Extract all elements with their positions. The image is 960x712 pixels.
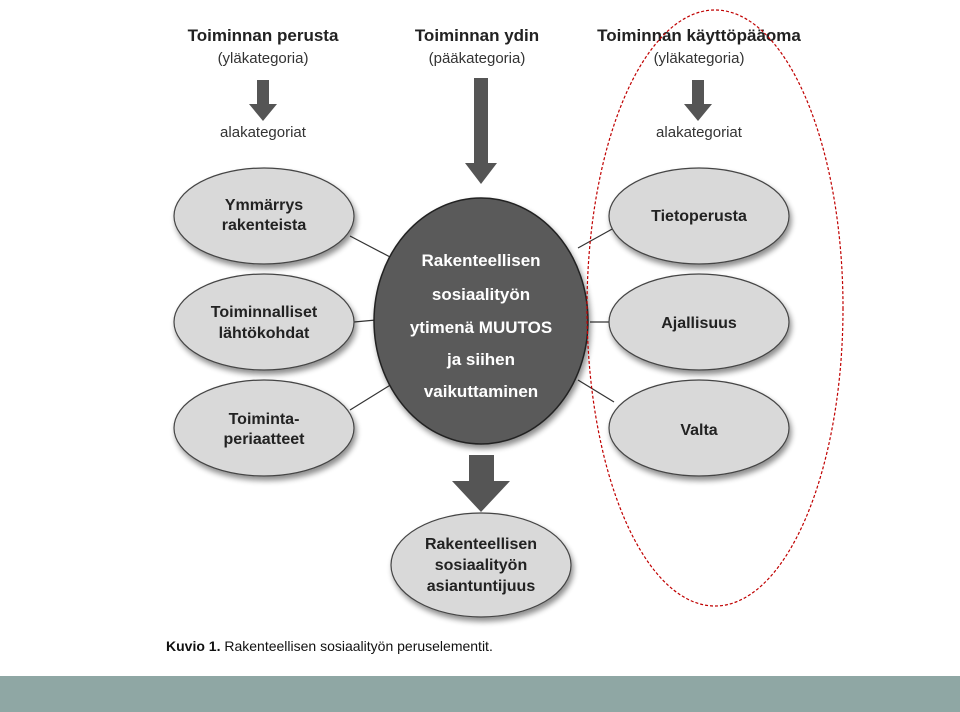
node-label-line-1: Toiminnalliset — [211, 304, 318, 321]
node-label-line-1: Toiminta- — [229, 411, 300, 428]
header-center-title: Toiminnan ydin — [415, 26, 539, 45]
header-left-sub: (yläkategoria) — [218, 50, 309, 67]
connector-line — [349, 235, 393, 259]
header-left-title: Toiminnan perusta — [188, 26, 339, 45]
arrow-down-icon — [249, 80, 277, 121]
node-ellipse — [608, 167, 790, 265]
connector-lines — [349, 227, 615, 411]
node-label-line-1: Ymmärrys — [225, 197, 303, 214]
core-label-line-1: Rakenteellisen — [421, 251, 540, 270]
core-node: Rakenteellisen sosiaalityön ytimenä MUUT… — [373, 197, 589, 445]
node-ellipse — [173, 273, 355, 371]
bottom-node: Rakenteellisen sosiaalityön asiantuntiju… — [390, 512, 572, 618]
right-sublabel: alakategoriat — [656, 124, 743, 141]
node-label-line-2: sosiaalityön — [435, 557, 527, 574]
arrow-down-icon — [684, 80, 712, 121]
core-label-line-5: vaikuttaminen — [424, 382, 538, 401]
left-node-3: Toiminta- periaatteet — [173, 379, 355, 477]
node-label-line-1: Rakenteellisen — [425, 536, 537, 553]
arrow-down-icon — [465, 78, 497, 184]
footer-bar — [0, 676, 960, 712]
connector-line — [349, 383, 393, 411]
node-ellipse — [608, 273, 790, 371]
node-ellipse — [173, 379, 355, 477]
node-label: Valta — [680, 422, 717, 439]
header-center: Toiminnan ydin (pääkategoria) — [415, 26, 539, 184]
node-label: Tietoperusta — [651, 208, 747, 225]
caption-text: Rakenteellisen sosiaalityön peruselement… — [220, 638, 493, 654]
node-label-line-2: lähtökohdat — [219, 325, 310, 342]
node-ellipse — [173, 167, 355, 265]
connector-line — [577, 227, 615, 249]
right-node-3: Valta — [608, 379, 790, 477]
node-label-line-3: asiantuntijuus — [427, 578, 536, 595]
header-right-title: Toiminnan käyttöpääoma — [597, 26, 801, 45]
figure-caption: Kuvio 1. Rakenteellisen sosiaalityön per… — [166, 638, 493, 654]
caption-label: Kuvio 1. — [166, 638, 221, 654]
core-label-line-3: ytimenä MUUTOS — [410, 318, 552, 337]
node-ellipse — [608, 379, 790, 477]
arrow-down-icon — [452, 455, 510, 512]
highlight-ellipse — [586, 9, 844, 607]
header-right-sub: (yläkategoria) — [654, 50, 745, 67]
node-ellipse — [390, 512, 572, 618]
header-center-sub: (pääkategoria) — [429, 50, 526, 67]
header-right: Toiminnan käyttöpääoma (yläkategoria) al… — [597, 26, 801, 141]
core-label-line-4: ja siihen — [446, 350, 515, 369]
core-ellipse — [373, 197, 589, 445]
right-node-1: Tietoperusta — [608, 167, 790, 265]
right-node-2: Ajallisuus — [608, 273, 790, 371]
core-label-line-2: sosiaalityön — [432, 285, 530, 304]
connector-line — [577, 379, 615, 403]
node-label-line-2: periaatteet — [224, 431, 306, 448]
header-left: Toiminnan perusta (yläkategoria) alakate… — [188, 26, 339, 141]
node-label: Ajallisuus — [661, 315, 737, 332]
left-node-2: Toiminnalliset lähtökohdat — [173, 273, 355, 371]
connector-line — [353, 319, 377, 323]
left-sublabel: alakategoriat — [220, 124, 307, 141]
node-label-line-2: rakenteista — [222, 217, 307, 234]
left-node-1: Ymmärrys rakenteista — [173, 167, 355, 265]
